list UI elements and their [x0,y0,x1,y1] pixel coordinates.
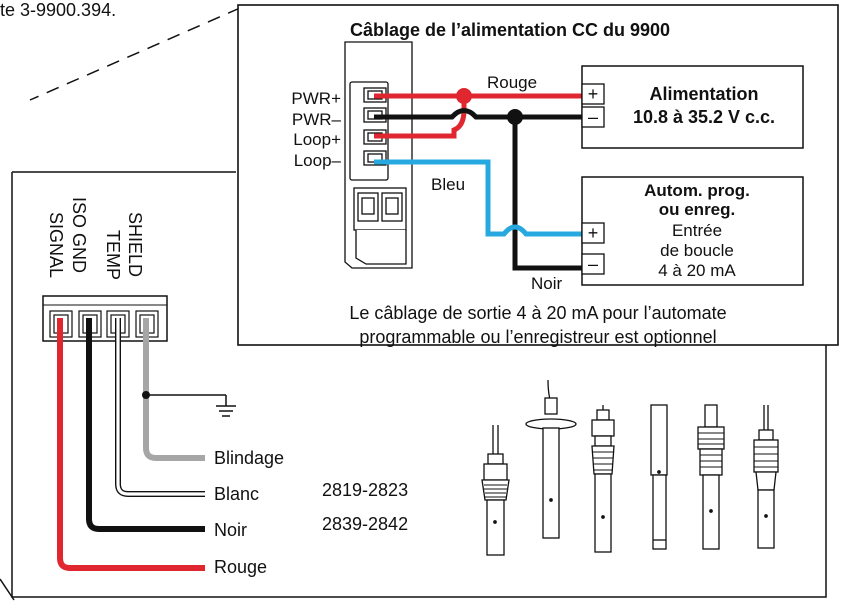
pin-label-pwr-minus: PWR– [292,110,342,129]
inset-title: Câblage de l’alimentation CC du 9900 [350,20,670,40]
plc-line-4: de boucle [660,241,734,260]
plc-minus-symbol: – [588,254,598,274]
wire-label-blanc: Blanc [214,484,259,504]
dc-power-inset [237,4,839,346]
sensor-icon-3 [591,405,615,553]
main-panel [11,171,827,598]
wire-label-noir: Noir [214,520,247,540]
inset-label-rouge: Rouge [487,73,537,92]
sensor-illustrations [481,379,779,556]
pin-label-loop-minus: Loop– [294,151,342,170]
sensor-models-1: 2819-2823 [322,480,408,500]
wire-black [86,318,205,532]
sensor-wires [57,318,205,571]
wire-white [115,318,205,497]
sensor-icon-1 [481,425,510,556]
inset-wires [374,93,582,271]
plc-recorder-box [581,176,804,286]
plc-line-1: Autom. prog. [644,181,750,200]
plc-plus-symbol: + [588,223,599,243]
wire-label-rouge: Rouge [214,557,267,577]
plc-line-3: Entrée [672,221,722,240]
sensor-icon-6 [753,405,779,549]
terminal-label-signal: SIGNAL [46,212,66,278]
terminal-label-temp: TEMP [103,230,123,280]
wire-shield [143,318,205,461]
note-line-1: Le câblage de sortie 4 à 20 mA pour l’au… [349,303,726,323]
black-junction-dot [507,109,523,125]
inset-label-bleu: Bleu [431,175,465,194]
sensor-models-2: 2839-2842 [322,514,408,534]
sensor-icon-4 [650,404,668,550]
supply-minus-symbol: – [588,107,598,127]
wire-bleu-blue [374,159,582,237]
header-fragment: te 3-9900.394. [0,0,116,20]
terminal-labels: SIGNAL ISO GND TEMP SHIELD [46,197,145,280]
plc-line-2: ou enreg. [659,200,736,219]
inset-label-noir: Noir [531,274,563,293]
wire-red [57,318,205,571]
pin-label-pwr-plus: PWR+ [291,89,341,108]
supply-title: Alimentation [649,84,758,104]
transmitter-connector [344,41,413,269]
note-line-2: programmable ou l’enregistreur est optio… [359,327,716,347]
power-supply-box [581,65,804,149]
supply-range: 10.8 à 35.2 V c.c. [633,107,775,127]
terminal-label-shield: SHIELD [125,212,145,277]
terminal-label-iso-gnd: ISO GND [69,197,89,273]
red-junction-dot [456,88,472,104]
ground-icon [216,405,236,417]
wire-noir-black [512,117,582,271]
plc-line-5: 4 à 20 mA [658,261,736,280]
wire-pwr-minus-black [374,108,582,120]
ground-connection [142,391,236,417]
sensor-icon-5 [697,404,725,550]
sensor-icon-2 [525,379,577,539]
pin-label-loop-plus: Loop+ [293,130,341,149]
supply-plus-symbol: + [588,84,599,104]
callout-dashed-line [29,7,241,101]
wire-label-blindage: Blindage [214,448,284,468]
